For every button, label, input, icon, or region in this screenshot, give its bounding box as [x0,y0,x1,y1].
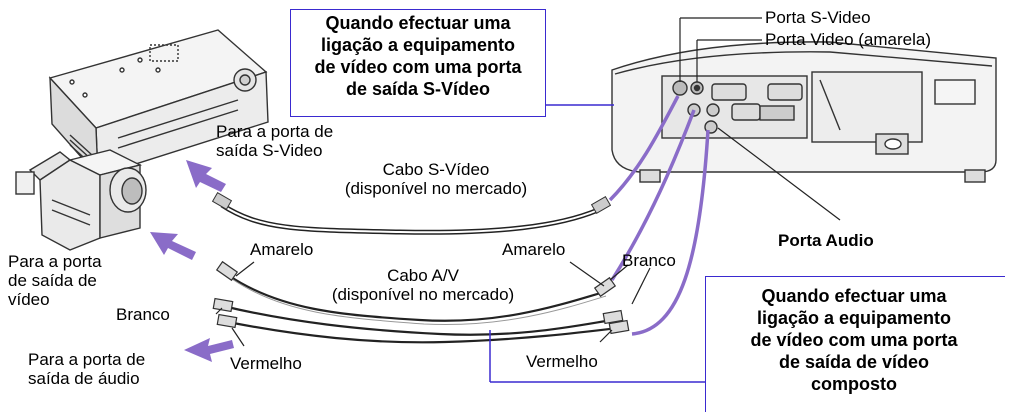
svideo-port-label: Porta S-Video [765,8,871,27]
to-svideo-out-line-1: Para a porta de [216,122,334,141]
yellow-left-label: Amarelo [250,240,314,259]
composite-callout-line-2: ligação a equipamento [756,308,952,328]
svideo-callout: Quando efectuar uma ligação a equipament… [290,12,546,100]
composite-callout-line-1: Quando efectuar uma [761,286,947,306]
composite-callout-line-4: de saída de vídeo [778,352,930,372]
leader-lines [215,17,841,347]
composite-callout-box [705,276,1005,412]
svideo-cable-label: Cabo S-Vídeo (disponível no mercado) [316,160,556,198]
white-right-label: Branco [622,251,676,270]
av-cable-label: Cabo A/V (disponível no mercado) [288,266,558,304]
av-cable-line-1: Cabo A/V [387,266,459,285]
svideo-callout-line-4: de saída S-Vídeo [345,79,491,99]
svideo-callout-line-1: Quando efectuar uma [325,13,511,33]
composite-callout-line-3: de vídeo com uma porta [750,330,958,350]
audio-port-label: Porta Audio [778,231,874,250]
arrow-to-video-out [150,232,196,260]
to-audio-out-line-2: saída de áudio [28,369,140,388]
to-svideo-out-label: Para a porta de saída S-Video [216,122,333,160]
to-audio-out-label: Para a porta de saída de áudio [28,350,145,388]
white-left-label: Branco [116,305,170,324]
svideo-cable [211,191,612,235]
svideo-cable-line-2: (disponível no mercado) [344,179,528,198]
callout-connectors [489,104,705,383]
red-left-label: Vermelho [230,354,302,373]
camcorder-icon [15,149,147,251]
vcr-icon [48,29,269,178]
connection-curves [608,95,710,336]
to-video-out-line-2: de saída de [8,271,97,290]
to-svideo-out-line-2: saída S-Video [216,141,323,160]
composite-callout-line-5: composto [810,374,897,394]
video-port-label: Porta Video (amarela) [765,30,931,49]
av-cable-line-2: (disponível no mercado) [331,285,515,304]
arrow-to-svideo-out [186,160,226,192]
svideo-callout-line-2: ligação a equipamento [320,35,516,55]
av-plugs [212,260,630,335]
to-audio-out-line-1: Para a porta de [28,350,146,369]
to-video-out-line-1: Para a porta [8,252,102,271]
svideo-callout-box [290,9,546,117]
av-cable [222,274,619,344]
svideo-callout-line-3: de vídeo com uma porta [314,57,522,77]
to-video-out-label: Para a porta de saída de vídeo [8,252,102,309]
yellow-right-label: Amarelo [502,240,566,259]
arrow-to-audio-out [184,338,234,362]
direction-arrows [150,160,234,362]
to-video-out-line-3: vídeo [8,290,50,309]
svideo-cable-line-1: Cabo S-Vídeo [382,160,490,179]
composite-callout: Quando efectuar uma ligação a equipament… [712,285,996,395]
red-right-label: Vermelho [526,352,598,371]
